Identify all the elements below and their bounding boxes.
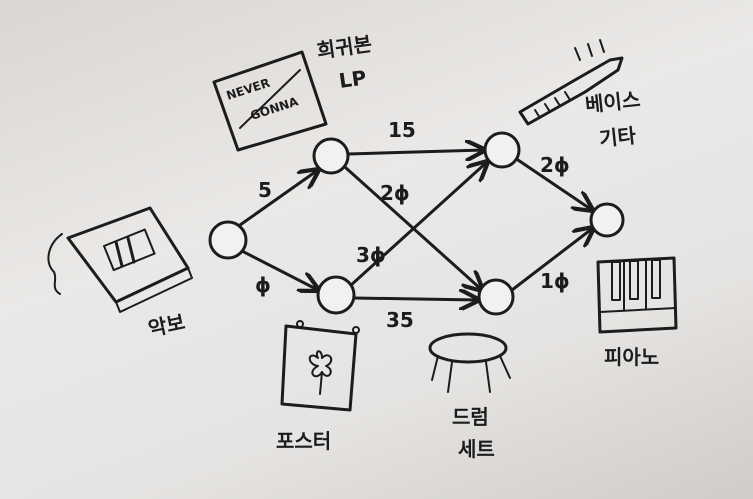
weight-source-b: ϕ <box>255 273 271 297</box>
edge-source-b <box>238 248 318 290</box>
edge-b-d <box>352 298 478 300</box>
piano-icon <box>596 256 678 334</box>
sheet-music-book-icon <box>47 206 193 313</box>
drum-set-icon <box>428 332 511 393</box>
weight-d-sink: 1ϕ <box>540 269 570 293</box>
weight-source-a: 5 <box>258 178 272 202</box>
edge-d-sink <box>510 228 593 292</box>
poster-label: 포스터 <box>276 429 331 453</box>
edge-c-sink <box>516 158 592 210</box>
edge-a-c <box>346 150 484 154</box>
edge-source-a <box>238 170 318 227</box>
lp-record-icon: NEVER GONNA <box>212 50 328 152</box>
lp-label-line2: LP <box>337 65 367 93</box>
weight-a-d: 2ϕ <box>380 181 410 205</box>
sheet-music-label: 악보 <box>146 310 187 341</box>
lp-label-line1: 희귀본 <box>315 32 373 63</box>
bass-label-line1: 베이스 <box>584 87 641 117</box>
weight-b-c: 3ϕ <box>356 243 386 267</box>
node-b <box>316 275 356 315</box>
weight-c-sink: 2ϕ <box>540 153 570 177</box>
weight-a-c: 15 <box>388 118 416 142</box>
drum-label-line1: 드럼 <box>452 405 489 429</box>
node-sink <box>589 202 625 238</box>
poster-icon <box>280 320 360 412</box>
edge-b-c <box>348 162 487 288</box>
bass-guitar-icon <box>518 39 624 126</box>
lp-cover-text-1: NEVER <box>225 76 272 103</box>
bass-label-line2: 기타 <box>598 123 638 151</box>
weight-b-d: 35 <box>386 308 414 332</box>
node-source <box>208 220 248 260</box>
piano-label: 피아노 <box>604 345 659 369</box>
node-a <box>312 137 350 175</box>
node-c <box>483 131 521 169</box>
lp-cover-text-2: GONNA <box>249 94 301 123</box>
node-d <box>477 278 515 316</box>
drum-label-line2: 세트 <box>458 437 495 461</box>
